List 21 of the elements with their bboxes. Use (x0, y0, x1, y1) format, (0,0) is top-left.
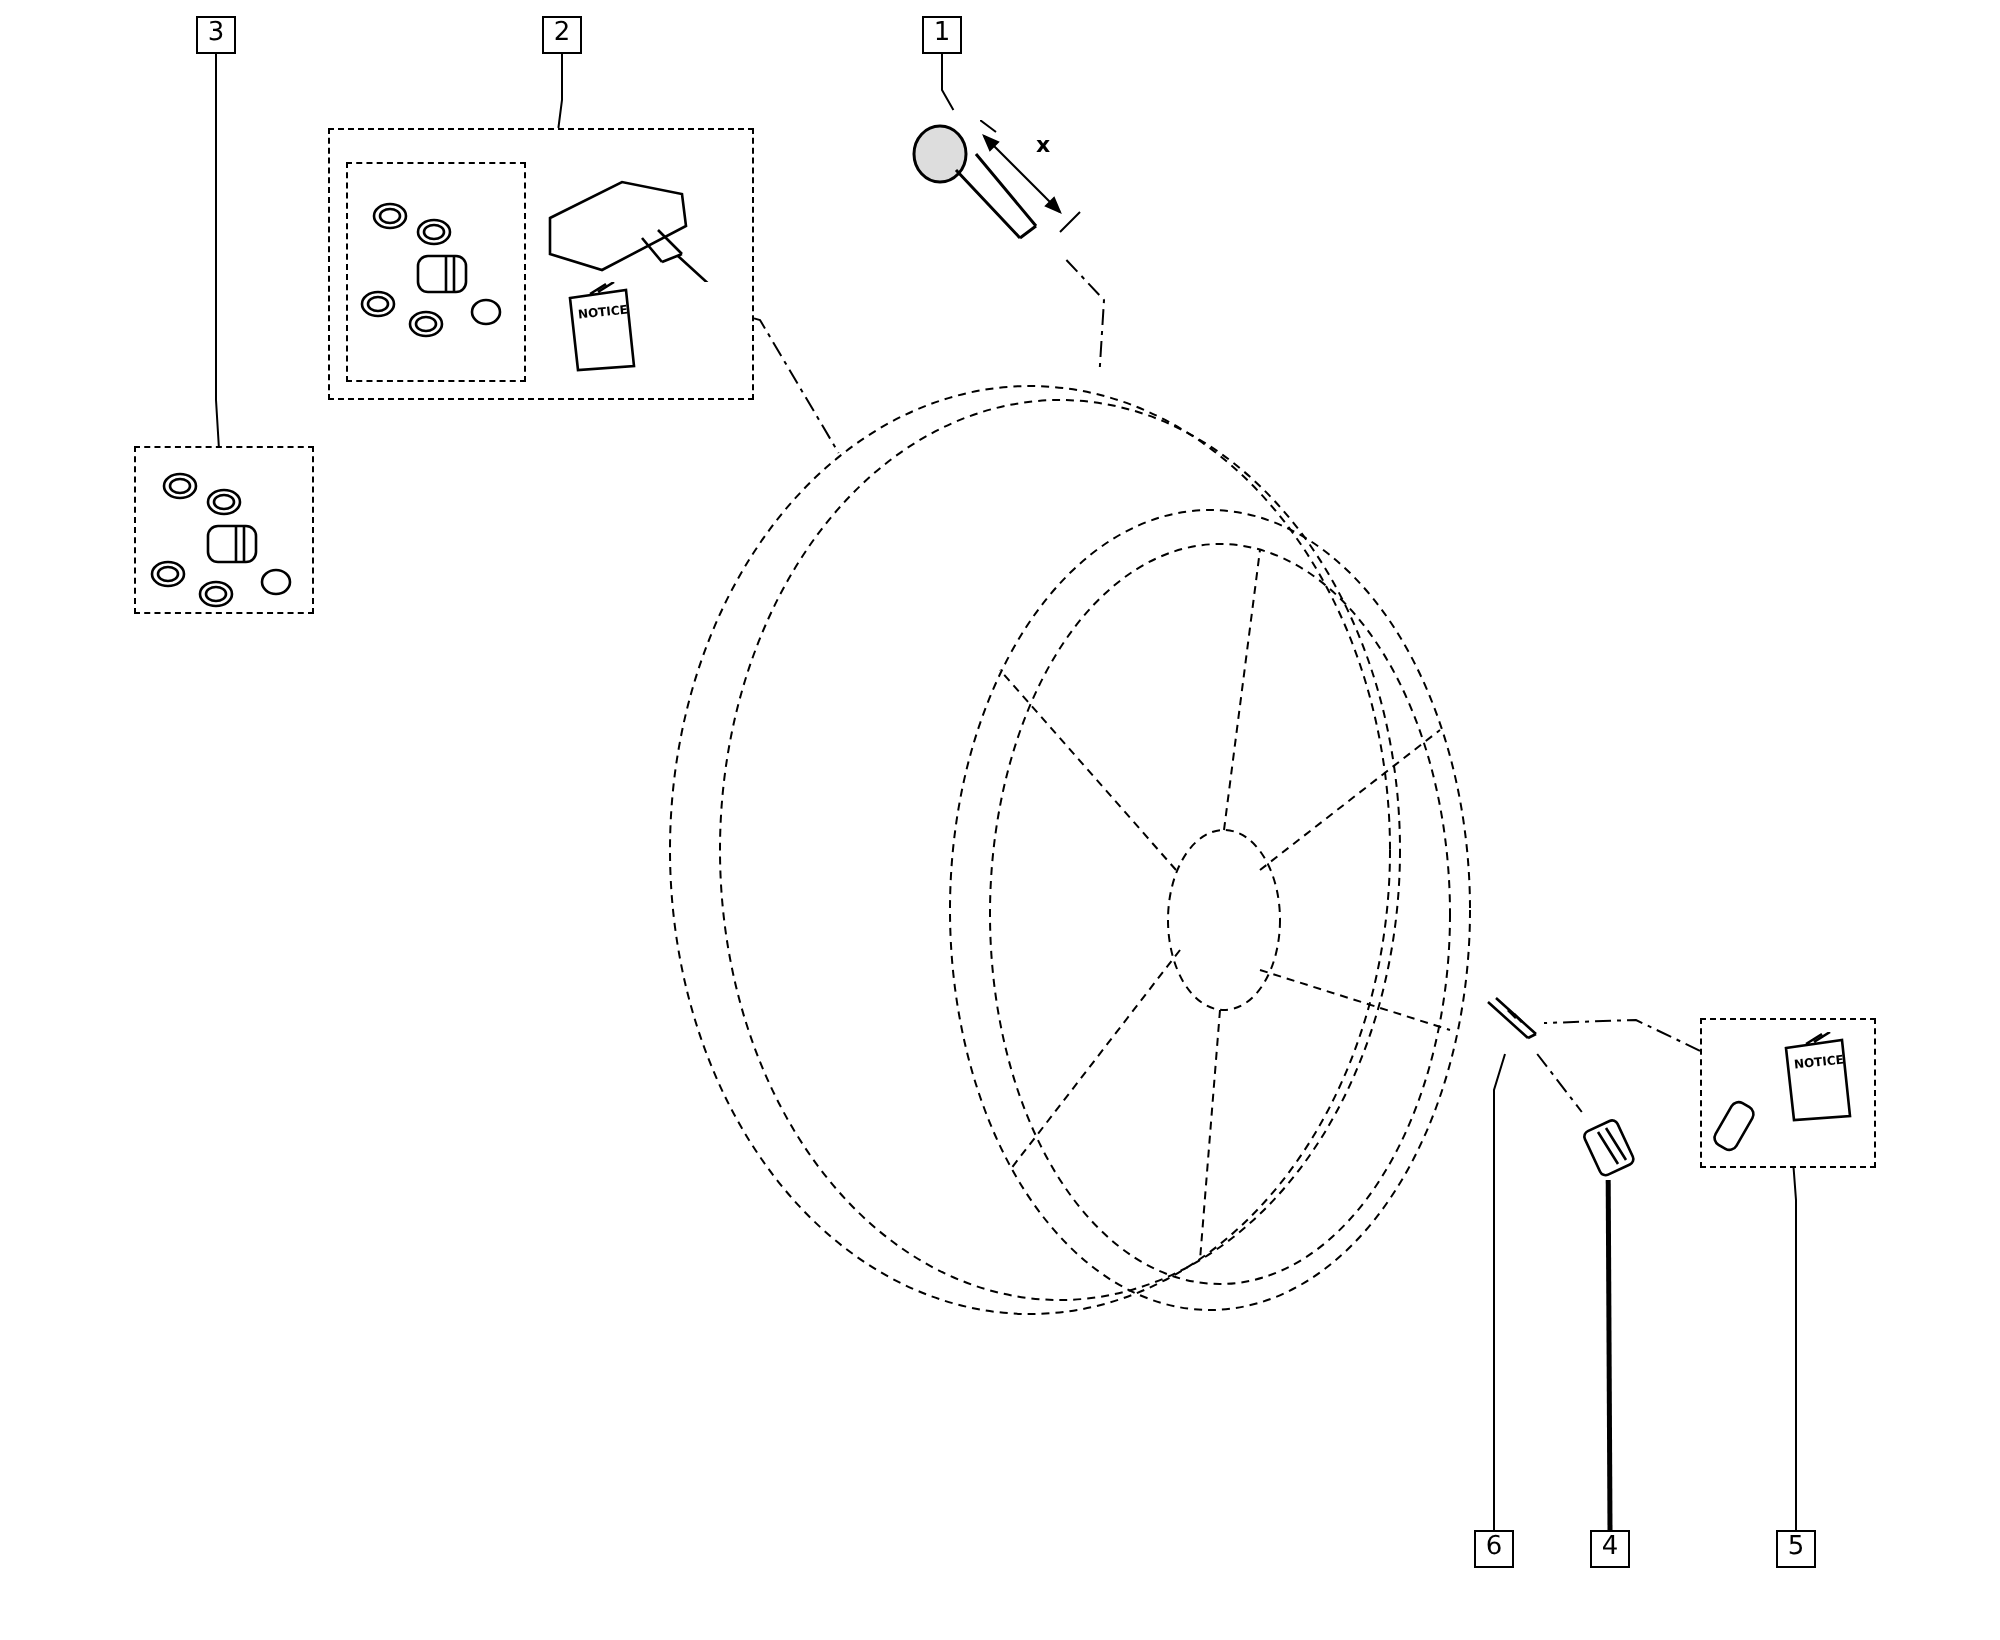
kit-box (346, 162, 526, 382)
callout-number: 5 (1776, 1530, 1816, 1568)
leader-line (1792, 1167, 1797, 1531)
assembly-line (1536, 1053, 1583, 1113)
kit-box (1700, 1018, 1876, 1168)
leader-line (557, 53, 563, 129)
dimension-label: x (1036, 132, 1051, 158)
assembly-line (1065, 259, 1106, 373)
callout-number: 6 (1474, 1530, 1514, 1568)
leader-line (215, 53, 220, 447)
assembly-line (1543, 1019, 1701, 1052)
leader-line (1493, 1053, 1506, 1531)
callout-number: 3 (196, 16, 236, 54)
kit-box (328, 128, 754, 400)
leader-line (941, 53, 955, 111)
kit-box (134, 446, 314, 614)
callout-number: 2 (542, 16, 582, 54)
callout-number: 1 (922, 16, 962, 54)
assembly-line (753, 317, 840, 454)
callout-number: 4 (1590, 1530, 1630, 1568)
leader-line (1605, 1180, 1613, 1530)
